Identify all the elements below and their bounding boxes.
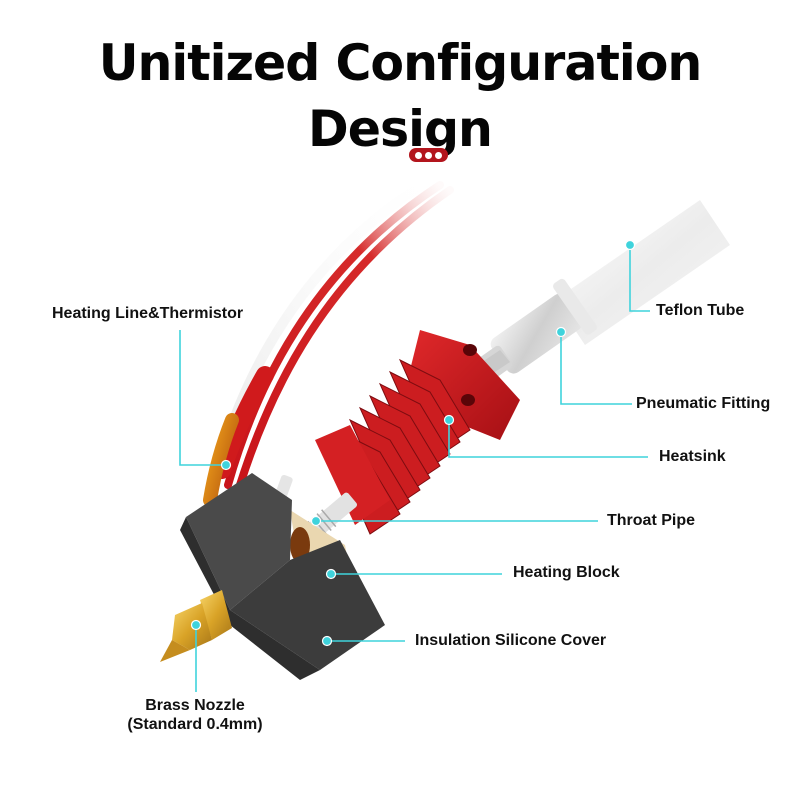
carousel-indicator[interactable]	[409, 148, 448, 162]
callout-heating-block: Heating Block	[513, 564, 620, 581]
callout-brass-nozzle-spec: (Standard 0.4mm)	[127, 716, 263, 733]
callout-teflon-tube: Teflon Tube	[656, 302, 745, 319]
callout-throat-pipe: Throat Pipe	[607, 512, 696, 529]
callout-silicone-cover: Insulation Silicone Cover	[415, 632, 607, 649]
wires-group	[203, 175, 454, 507]
page-title: Unitized Configuration Design	[98, 34, 703, 158]
callout-heating-line: Heating Line&Thermistor	[52, 305, 244, 322]
callout-brass-nozzle: Brass Nozzle	[145, 697, 245, 714]
callout-lines	[179, 245, 650, 692]
indicator-dot[interactable]	[435, 151, 442, 159]
heatsink-part	[315, 330, 520, 535]
indicator-dot[interactable]	[425, 151, 432, 159]
callout-heatsink: Heatsink	[659, 448, 726, 465]
silicone-cover-part	[180, 473, 385, 680]
indicator-dot[interactable]	[415, 151, 422, 159]
callout-pneumatic-fitting: Pneumatic Fitting	[636, 395, 771, 412]
callout-dots	[190, 239, 636, 647]
